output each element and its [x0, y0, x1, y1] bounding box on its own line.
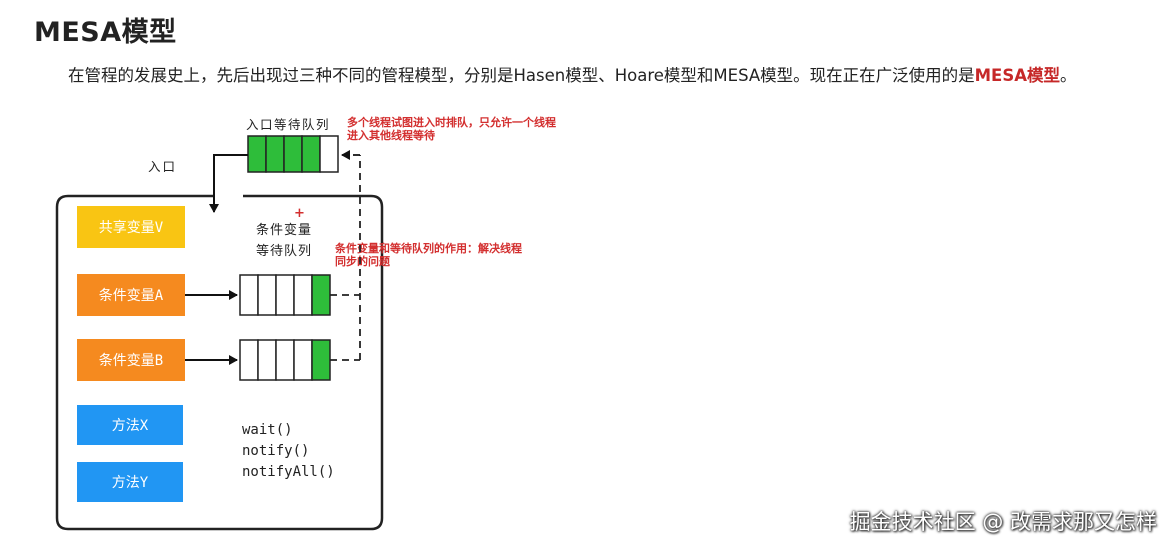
- cond-queue-label-line1: 条件变量: [256, 222, 312, 238]
- watermark: 掘金技术社区 @ 改需求那又怎样: [849, 510, 1157, 534]
- method-x-label: 方法X: [112, 418, 149, 434]
- cond-var-a-label: 条件变量A: [99, 287, 164, 304]
- entry-arrow: [209, 154, 248, 213]
- dashed-return-path: [330, 155, 361, 361]
- shared-variable-box: [77, 206, 185, 248]
- shared-variable-label: 共享变量V: [99, 219, 164, 236]
- page-title: MESA模型: [34, 17, 177, 48]
- method-x-box: [77, 405, 183, 445]
- wait-method: wait(): [242, 422, 293, 438]
- cond-var-b-label: 条件变量B: [99, 352, 163, 369]
- entry-queue-label: 入口等待队列: [246, 117, 330, 132]
- cond-a-queue: [239, 274, 331, 316]
- cond-note-line2: 同步的问题: [335, 254, 391, 268]
- entry-note-line1: 多个线程试图进入时排队，只允许一个线程: [347, 115, 556, 129]
- notify-all-method: notifyAll(): [242, 464, 335, 480]
- cond-b-queue: [239, 339, 331, 381]
- notify-method: notify(): [242, 443, 309, 459]
- intro-text: 在管程的发展史上，先后出现过三种不同的管程模型，分别是Hasen模型、Hoare…: [68, 66, 975, 85]
- intro-text-end: 。: [1060, 66, 1077, 85]
- monitor-box: [55, 194, 384, 531]
- cond-note-line1: 条件变量和等待队列的作用：解决线程: [334, 241, 522, 255]
- entry-note-line2: 进入其他线程等待: [347, 128, 435, 142]
- cond-var-a-box: [77, 274, 185, 316]
- method-y-box: [77, 462, 183, 502]
- entry-queue: [247, 135, 339, 173]
- intro-highlight: MESA模型: [974, 66, 1060, 85]
- method-y-label: 方法Y: [112, 475, 149, 491]
- plus-mark: +: [294, 206, 305, 221]
- entry-label: 入口: [148, 159, 177, 174]
- intro-paragraph: 在管程的发展史上，先后出现过三种不同的管程模型，分别是Hasen模型、Hoare…: [68, 62, 1077, 86]
- cond-var-b-box: [77, 339, 185, 381]
- cond-queue-label-line2: 等待队列: [256, 243, 312, 259]
